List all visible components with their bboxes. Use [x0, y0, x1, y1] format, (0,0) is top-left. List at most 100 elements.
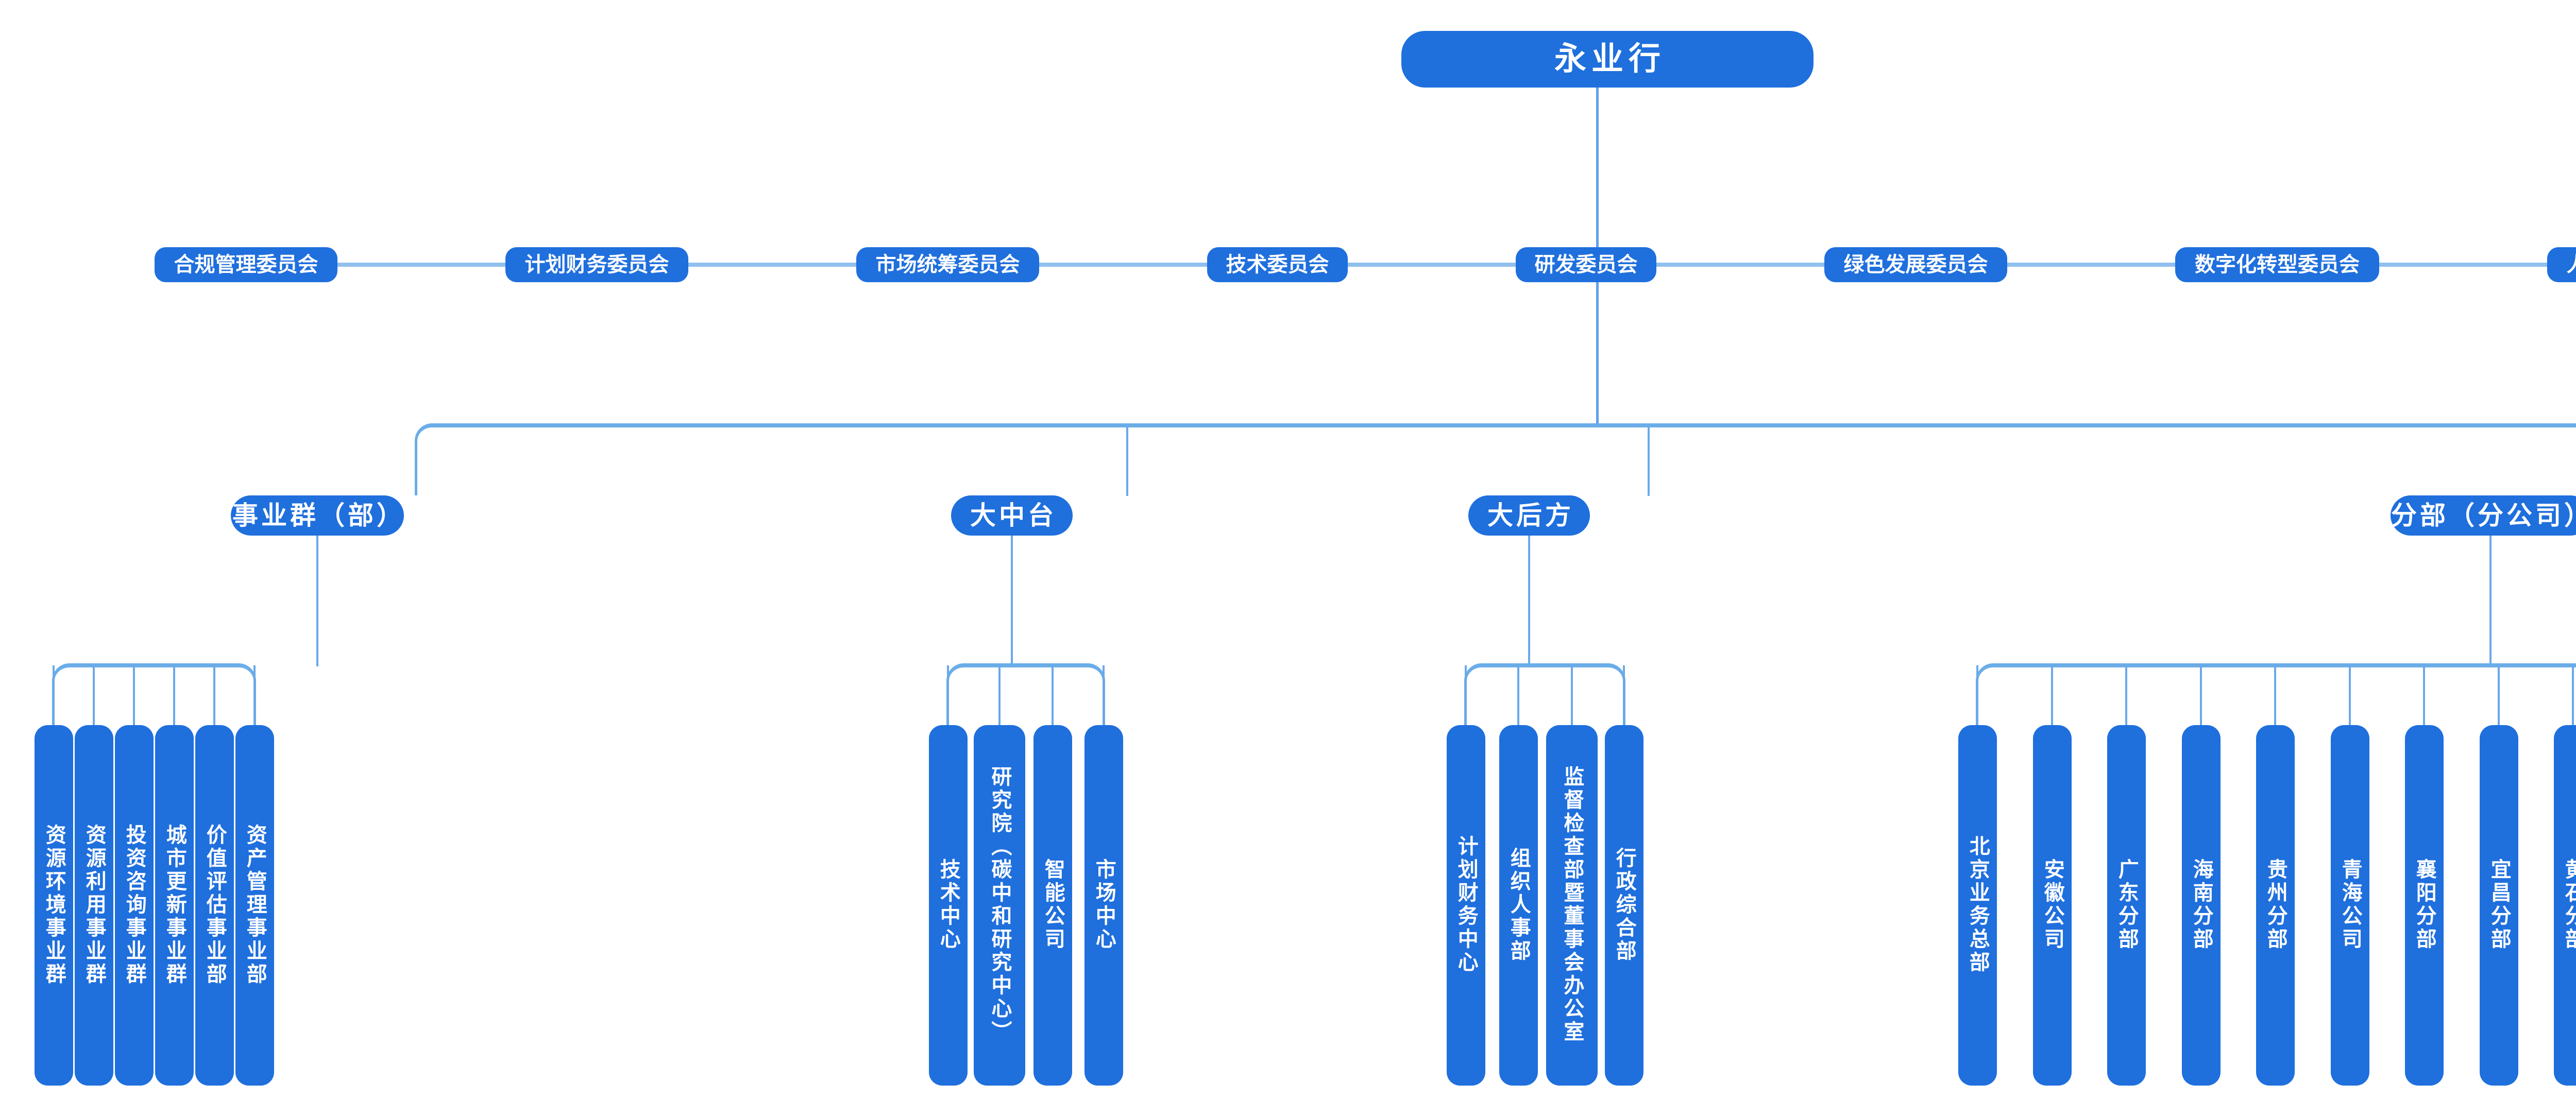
connector-drop-leaf [1517, 665, 1519, 725]
leaf-node-label: 计划财务中心 [1454, 835, 1478, 974]
connector-committee-link [1656, 263, 1824, 267]
connector-drop-leaf [998, 665, 1001, 725]
leaf-node[interactable]: 资产管理事业部 [235, 725, 274, 1086]
committee-node-label: 市场统筹委员会 [875, 253, 1020, 276]
leaf-node-label: 安徽公司 [2041, 858, 2064, 951]
connector-bus-leaves [946, 663, 1105, 725]
group-node[interactable]: 大后方 [1468, 495, 1590, 536]
committee-node-label: 数字化转型委员会 [2195, 253, 2360, 276]
committee-node[interactable]: 研发委员会 [1516, 247, 1656, 282]
connector-trunk-to-groups [1596, 282, 1599, 427]
connector-drop-leaf [1103, 665, 1105, 725]
leaf-node-label: 技术中心 [937, 858, 960, 951]
leaf-node[interactable]: 智能公司 [1033, 725, 1072, 1086]
leaf-node[interactable]: 监督检查部暨董事会办公室 [1546, 725, 1598, 1086]
connector-drop-leaf [2200, 665, 2202, 725]
connector-group-stem [316, 536, 318, 666]
leaf-node[interactable]: 安徽公司 [2032, 725, 2072, 1086]
group-node[interactable]: 事业群（部） [231, 495, 404, 536]
leaf-node[interactable]: 资源利用事业群 [74, 725, 113, 1086]
committee-node[interactable]: 市场统筹委员会 [856, 247, 1039, 282]
connector-committee-link [1348, 263, 1516, 267]
committee-node[interactable]: 技术委员会 [1207, 247, 1348, 282]
leaf-node[interactable]: 投资咨询事业群 [114, 725, 154, 1086]
leaf-node-label: 智能公司 [1041, 858, 1064, 951]
connector-drop-leaf [93, 665, 95, 725]
leaf-node-label: 城市更新事业群 [163, 823, 186, 986]
connector-group-stem [1011, 536, 1013, 666]
group-node-label: 分部（分公司） [2391, 501, 2576, 530]
committee-node-label: 技术委员会 [1226, 253, 1329, 276]
group-node[interactable]: 分部（分公司） [2391, 495, 2576, 536]
connector-drop-leaf [2423, 665, 2425, 725]
committee-node[interactable]: 人事薪酬委员会 [2547, 247, 2576, 282]
committee-node-label: 合规管理委员会 [174, 253, 318, 276]
group-node-label: 事业群（部） [232, 501, 405, 530]
group-node-label: 大中台 [970, 501, 1057, 530]
leaf-node[interactable]: 北京业务总部 [1958, 725, 1997, 1086]
connector-drop-leaf [133, 665, 135, 725]
leaf-node[interactable]: 广东分部 [2107, 725, 2146, 1086]
connector-bus-leaves [1464, 663, 1625, 725]
leaf-node-label: 组织人事部 [1507, 847, 1530, 963]
committee-node-label: 研发委员会 [1534, 253, 1638, 276]
leaf-node-label: 监督检查部暨董事会办公室 [1561, 766, 1584, 1044]
leaf-node-label: 青海公司 [2338, 858, 2362, 951]
connector-group-stem [1528, 536, 1530, 666]
leaf-node-label: 价值评估事业部 [203, 823, 226, 986]
leaf-node-label: 投资咨询事业群 [123, 823, 146, 986]
connector-bus-groups [415, 423, 2576, 495]
leaf-node[interactable]: 城市更新事业群 [155, 725, 194, 1086]
connector-drop-group-1 [1648, 426, 1650, 496]
committee-node[interactable]: 绿色发展委员会 [1824, 247, 2007, 282]
connector-drop-group-0 [1126, 426, 1128, 496]
connector-drop-leaf [53, 665, 55, 725]
connector-root-stem [1596, 88, 1599, 247]
leaf-node-label: 广东分部 [2115, 858, 2138, 951]
leaf-node-label: 资源环境事业群 [42, 823, 65, 986]
connector-drop-leaf [1571, 665, 1573, 725]
leaf-node[interactable]: 价值评估事业部 [195, 725, 234, 1086]
connector-committee-link [337, 263, 505, 267]
group-node[interactable]: 大中台 [951, 495, 1073, 536]
committee-node-label: 绿色发展委员会 [1843, 253, 1988, 276]
connector-committee-link [688, 263, 856, 267]
leaf-node-label: 行政综合部 [1613, 847, 1636, 963]
leaf-node-label: 资产管理事业部 [243, 823, 266, 986]
group-node-label: 大后方 [1487, 501, 1574, 530]
connector-drop-leaf [2125, 665, 2127, 725]
leaf-node[interactable]: 宜昌分部 [2479, 725, 2518, 1086]
leaf-node[interactable]: 研究院（碳中和研究中心） [974, 725, 1025, 1086]
leaf-node[interactable]: 黄石分部 [2553, 725, 2576, 1086]
leaf-node-label: 宜昌分部 [2487, 858, 2511, 951]
committee-node[interactable]: 数字化转型委员会 [2175, 247, 2379, 282]
connector-drop-leaf [253, 665, 256, 725]
connector-drop-leaf [2274, 665, 2276, 725]
committee-node[interactable]: 合规管理委员会 [155, 247, 337, 282]
connector-committee-link [2007, 263, 2175, 267]
connector-drop-leaf [213, 665, 215, 725]
leaf-node[interactable]: 技术中心 [928, 725, 968, 1086]
leaf-node[interactable]: 青海公司 [2330, 725, 2369, 1086]
leaf-node[interactable]: 海南分部 [2181, 725, 2221, 1086]
connector-drop-leaf [2498, 665, 2500, 725]
leaf-node[interactable]: 襄阳分部 [2404, 725, 2444, 1086]
leaf-node[interactable]: 市场中心 [1084, 725, 1123, 1086]
connector-bus-leaves [52, 663, 256, 725]
leaf-node[interactable]: 行政综合部 [1604, 725, 1643, 1086]
leaf-node[interactable]: 计划财务中心 [1446, 725, 1485, 1086]
root-node[interactable]: 永业行 [1401, 31, 1814, 88]
leaf-node-label: 北京业务总部 [1966, 835, 1989, 974]
connector-drop-leaf [2349, 665, 2351, 725]
connector-drop-leaf [2051, 665, 2053, 725]
leaf-node[interactable]: 贵州分部 [2256, 725, 2295, 1086]
leaf-node[interactable]: 资源环境事业群 [34, 725, 73, 1086]
root-node-label: 永业行 [1554, 41, 1666, 77]
connector-drop-leaf [1465, 665, 1467, 725]
connector-drop-leaf [1623, 665, 1625, 725]
committee-node[interactable]: 计划财务委员会 [505, 247, 688, 282]
connector-drop-leaf [1052, 665, 1054, 725]
leaf-node[interactable]: 组织人事部 [1499, 725, 1538, 1086]
committee-node-label: 人事薪酬委员会 [2567, 253, 2576, 277]
